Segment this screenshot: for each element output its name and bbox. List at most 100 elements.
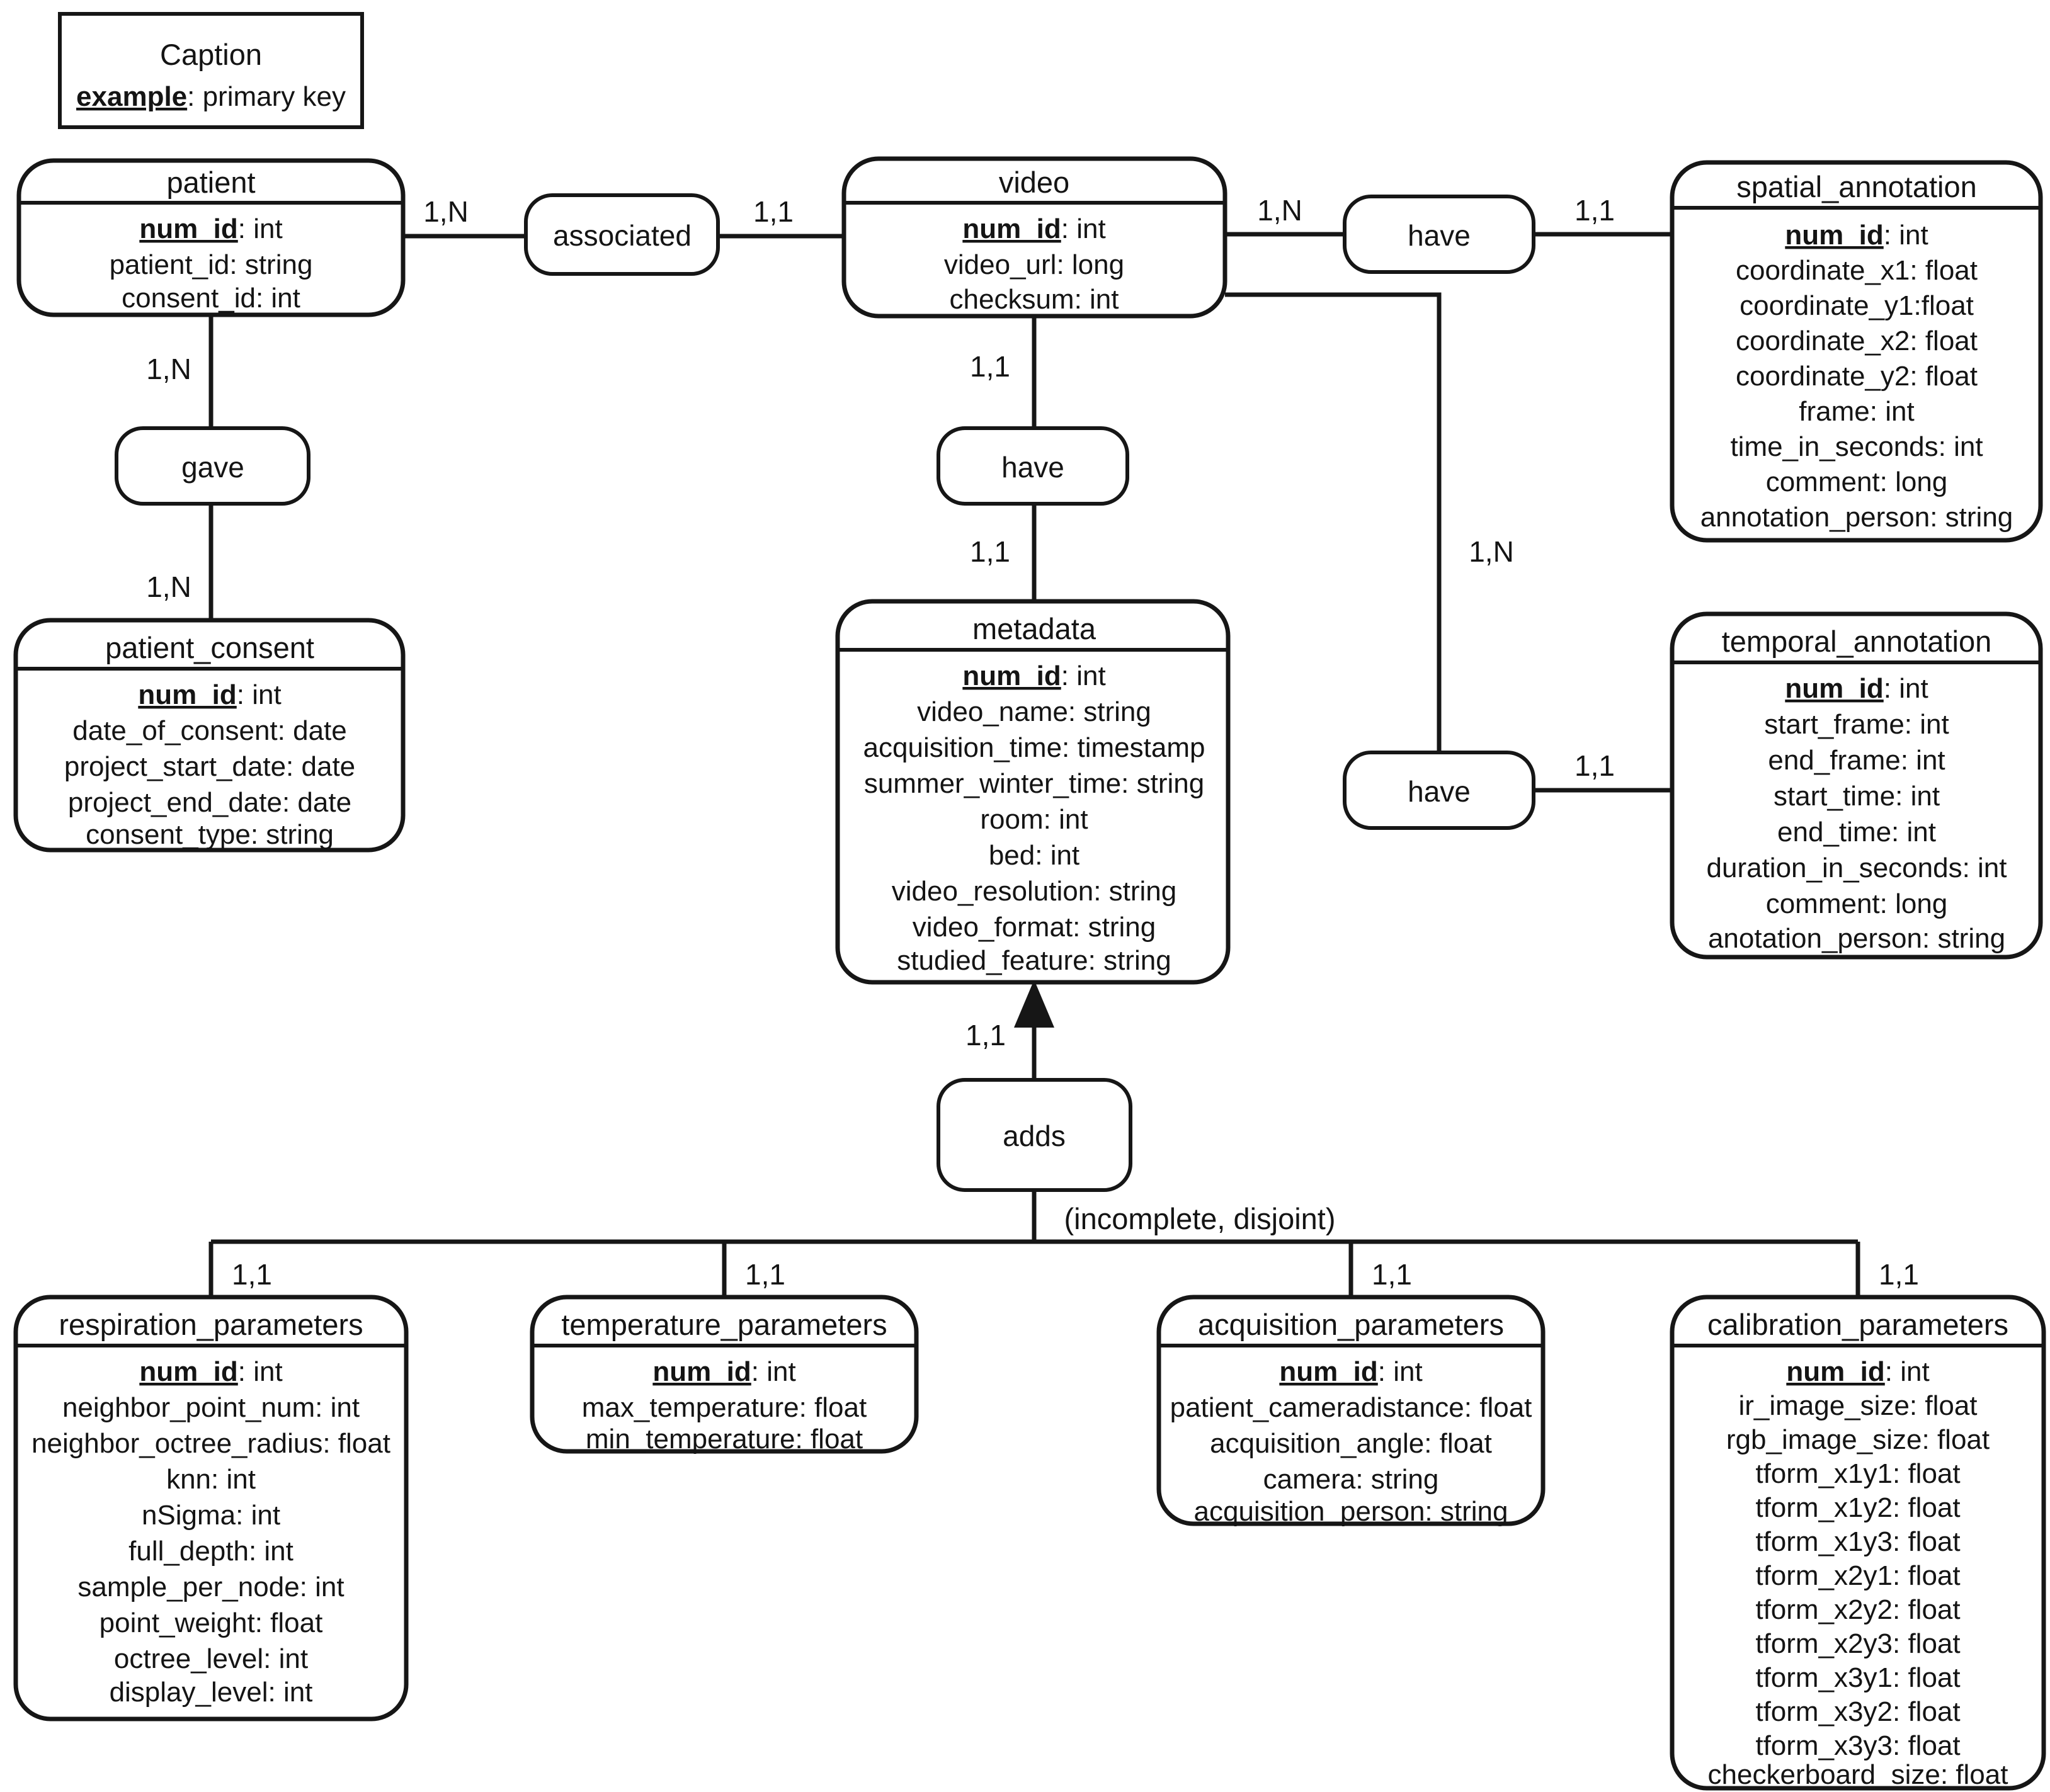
relationship-box — [115, 426, 310, 506]
attribute: duration_in_seconds: int — [1707, 853, 2007, 883]
relationship-box — [1343, 195, 1535, 274]
cardinality-adds-calibration: 1,1 — [1879, 1258, 1919, 1291]
attribute: full_depth: int — [128, 1536, 293, 1567]
entity-patient-consent: patient_consent num_id: int date_of_cons… — [13, 618, 406, 853]
cardinality-patient-associated: 1,N — [423, 195, 469, 228]
relationship-label: have — [1001, 451, 1064, 484]
attribute: octree_level: int — [114, 1643, 308, 1674]
attribute: annotation_person: string — [1700, 502, 2013, 533]
attribute: acquisition_person: string — [1194, 1496, 1508, 1527]
entity-temporal-annotation: temporal_annotation num_id: int start_fr… — [1670, 611, 2043, 960]
specialization-constraint-label: (incomplete, disjoint) — [1064, 1202, 1335, 1235]
attribute: coordinate_x2: float — [1736, 326, 1978, 356]
attribute: time_in_seconds: int — [1730, 431, 1983, 462]
cardinality-video-have-temporal: 1,N — [1469, 535, 1514, 568]
entity-title: calibration_parameters — [1707, 1308, 2008, 1341]
caption-box — [58, 12, 364, 129]
cardinality-patient-gave: 1,N — [146, 353, 191, 385]
attribute-pk: num_id: int — [962, 213, 1105, 244]
attribute: ir_image_size: float — [1738, 1390, 1977, 1421]
attribute: knn: int — [166, 1464, 256, 1495]
attribute: neighbor_octree_radius: float — [31, 1428, 390, 1459]
attribute-pk: num_id: int — [139, 1356, 282, 1387]
attribute: project_end_date: date — [68, 787, 351, 818]
attribute-pk: num_id: int — [1785, 673, 1928, 704]
cardinality-adds-metadata: 1,1 — [965, 1019, 1006, 1052]
attribute-pk: num_id: int — [1785, 220, 1928, 251]
attribute: tform_x1y2: float — [1755, 1492, 1960, 1523]
attribute: tform_x3y2: float — [1755, 1696, 1960, 1727]
attribute: end_time: int — [1777, 817, 1936, 848]
cardinality-have-metadata-metadata: 1,1 — [970, 535, 1010, 568]
entity-box — [1156, 1295, 1546, 1526]
attribute: project_start_date: date — [64, 751, 355, 782]
attribute: coordinate_x1: float — [1736, 255, 1978, 286]
entity-title: spatial_annotation — [1736, 170, 1977, 203]
entity-acquisition-parameters: acquisition_parameters num_id: int patie… — [1156, 1295, 1546, 1527]
caption-key-line: example: primary key — [76, 81, 346, 112]
attribute-pk: num_id: int — [138, 679, 281, 710]
entity-title: respiration_parameters — [59, 1308, 363, 1341]
entity-box — [13, 1295, 409, 1721]
attribute: comment: long — [1766, 888, 1948, 919]
attribute: max_temperature: float — [582, 1392, 867, 1423]
relationship-gave: gave — [115, 426, 310, 506]
attribute: acquisition_angle: float — [1210, 1428, 1492, 1459]
attribute: neighbor_point_num: int — [62, 1392, 360, 1423]
attribute-pk: num_id: int — [1279, 1356, 1422, 1387]
attribute: tform_x1y1: float — [1755, 1458, 1960, 1489]
attribute: coordinate_y1:float — [1740, 290, 1974, 321]
entity-title: patient_consent — [105, 631, 314, 664]
entity-box — [530, 1295, 919, 1454]
relationship-associated: associated — [524, 193, 720, 276]
attribute: frame: int — [1799, 396, 1914, 427]
attribute: tform_x2y1: float — [1755, 1560, 1960, 1591]
relationship-have-temporal: have — [1343, 751, 1535, 830]
attribute: consent_id: int — [122, 283, 300, 314]
entity-box — [1670, 611, 2043, 960]
connector-video-have-temporal — [1225, 292, 1442, 752]
entity-temperature-parameters: temperature_parameters num_id: int max_t… — [530, 1295, 919, 1455]
attribute: patient_cameradistance: float — [1170, 1392, 1532, 1423]
attribute: start_frame: int — [1764, 709, 1949, 740]
attribute: sample_per_node: int — [77, 1572, 344, 1602]
attribute-pk: num_id: int — [1786, 1356, 1929, 1387]
attribute: studied_feature: string — [897, 945, 1171, 976]
relationship-label: have — [1408, 219, 1471, 252]
attribute-pk: num_id: int — [652, 1356, 795, 1387]
cardinality-gave-patient-consent: 1,N — [146, 570, 191, 603]
relationship-adds: adds — [937, 1078, 1132, 1192]
entity-box — [1670, 160, 2043, 543]
attribute: comment: long — [1766, 467, 1948, 497]
attribute: checkerboard_size: float — [1708, 1759, 2008, 1790]
relationship-label: associated — [553, 219, 692, 252]
cardinality-have-spatial-annotation: 1,1 — [1575, 194, 1615, 227]
entity-box — [13, 618, 406, 853]
entity-spatial-annotation: spatial_annotation num_id: int coordinat… — [1670, 160, 2043, 543]
attribute: tform_x3y3: float — [1755, 1730, 1960, 1761]
entity-box — [835, 599, 1231, 985]
entity-box — [841, 156, 1227, 319]
caption-title: Caption — [160, 38, 262, 71]
attribute: tform_x2y3: float — [1755, 1628, 1960, 1659]
attribute: date_of_consent: date — [72, 715, 346, 746]
attribute: coordinate_y2: float — [1736, 361, 1978, 392]
attribute: end_frame: int — [1768, 745, 1945, 776]
entity-calibration-parameters: calibration_parameters num_id: int ir_im… — [1670, 1295, 2046, 1791]
cardinality-video-have-metadata: 1,1 — [970, 350, 1010, 383]
cardinality-associated-video: 1,1 — [753, 195, 794, 228]
attribute-pk: num_id: int — [139, 213, 282, 244]
relationship-box — [937, 426, 1129, 506]
relationship-label: gave — [181, 451, 244, 484]
relationship-have-spatial: have — [1343, 195, 1535, 274]
attribute: video_resolution: string — [892, 876, 1176, 907]
entity-title: acquisition_parameters — [1198, 1308, 1504, 1341]
entity-title: temperature_parameters — [561, 1308, 887, 1341]
cardinality-labels: 1,N 1,1 1,N 1,1 1,N 1,N 1,1 1,1 1,N 1,1 … — [146, 194, 1919, 1291]
cardinality-have-temporal-annotation: 1,1 — [1575, 749, 1615, 782]
attribute: video_format: string — [913, 912, 1156, 943]
relationship-have-metadata: have — [937, 426, 1129, 506]
entity-box — [16, 158, 406, 317]
attribute: point_weight: float — [100, 1608, 323, 1638]
